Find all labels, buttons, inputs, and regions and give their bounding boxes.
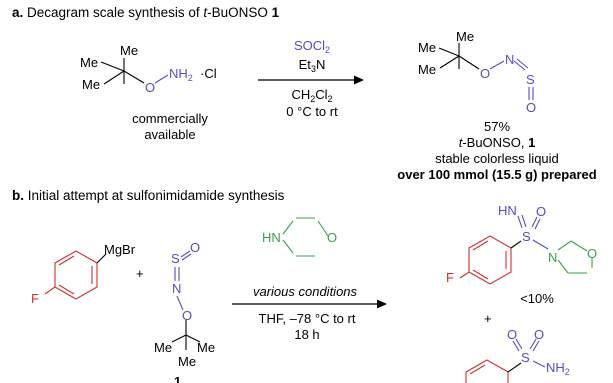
product-a-yield: 57% <box>484 119 510 134</box>
product-b1-morpholine <box>557 240 593 274</box>
sm-amine: NH2 <box>169 66 193 83</box>
sm-me-bottom: Me <box>82 77 100 92</box>
section-b-title: b. Initial attempt at sulfonimidamide sy… <box>12 188 285 203</box>
reagent-b-sulfur: S <box>171 251 180 266</box>
grignard-fluorine: F <box>31 291 39 306</box>
plus-sign-b1: + <box>136 266 144 281</box>
plus-sign-b2: + <box>484 311 492 326</box>
solvent-dcm: CH2Cl2 <box>291 87 332 104</box>
product-b1-hn: HN <box>498 203 517 218</box>
reagent-b-oxygen-terminal: O <box>190 240 200 255</box>
arrow-a-head <box>354 75 364 85</box>
product-a-me-top: Me <box>456 29 474 44</box>
product-a-oxygen: O <box>480 66 490 81</box>
sm-note-line2: available <box>144 127 195 142</box>
reagent-b-oxygen: O <box>182 308 192 323</box>
product-b2-ring <box>465 359 509 383</box>
reagent-socl2: SOCl2 <box>294 38 330 55</box>
sm-salt: ·Cl <box>200 66 217 81</box>
morpholine-nh: HN <box>262 230 281 245</box>
sm-oxygen: O <box>145 80 155 95</box>
temperature-a: 0 °C to rt <box>286 104 338 119</box>
reagent-b-nitrogen: N <box>172 281 181 296</box>
section-a-title-mid: -BuONSO <box>207 5 272 20</box>
reaction-a-conditions: SOCl2 Et3N CH2Cl2 0 °C to rt <box>258 38 364 119</box>
product-b2-oxygen-left: O <box>507 327 517 342</box>
section-a-title-prefix: Decagram scale synthesis of <box>23 5 203 20</box>
section-b-title-text: Initial attempt at sulfonimidamide synth… <box>24 188 285 203</box>
morpholine-oxygen: O <box>327 230 337 245</box>
product-a-bonds <box>438 43 480 70</box>
sm-me-top: Me <box>120 43 138 58</box>
product-b1-morpholine-oxygen: O <box>587 246 597 261</box>
reaction-b-conditions: HN O various conditions THF, –78 °C to r… <box>232 217 387 342</box>
reagent-b-me-right: Me <box>197 340 215 355</box>
product-a-name: t-BuONSO, 1 <box>459 135 536 150</box>
section-a-title: a. Decagram scale synthesis of t-BuONSO … <box>12 5 280 20</box>
conditions-solvent-temp: THF, –78 °C to rt <box>259 311 356 326</box>
reagent-b-label: 1 <box>174 374 181 383</box>
product-a-hetero-bonds <box>489 58 534 100</box>
product-b1-fluorine: F <box>446 270 454 285</box>
reagent-b-hetero-bonds <box>174 250 192 311</box>
product-a-description: stable colorless liquid <box>435 151 559 166</box>
starting-material-hydroxylamine: Me Me Me O NH2 ·Cl commercially availabl… <box>80 43 217 142</box>
product-b1-sulfur: S <box>522 229 531 244</box>
morpholine-ring <box>282 217 329 257</box>
sm-note-line1: commercially <box>132 111 208 126</box>
product-b1-oxygen: O <box>536 204 546 219</box>
product-b1-yield: <10% <box>520 291 554 306</box>
reagent-b-tbu-bonds <box>171 320 201 350</box>
product-a-sulfur: S <box>526 72 535 87</box>
product-b2-oxygen-right: O <box>534 327 544 342</box>
reagent-tbuonso-b: S O N O Me Me Me 1 <box>154 240 215 383</box>
product-a-me-left: Me <box>418 40 436 55</box>
reagent-b-me-left: Me <box>154 340 172 355</box>
product-b1-ring <box>459 235 512 285</box>
grignard-c-mg-bond <box>96 253 107 264</box>
product-sulfonimidamide: HN S O N O F <10% <box>446 203 597 306</box>
sm-bonds <box>100 58 145 85</box>
product-b2-c-s-bond <box>507 362 522 373</box>
grignard-ring <box>44 250 98 300</box>
arrow-b-head <box>377 299 387 309</box>
sm-bonds-hetero <box>154 74 169 84</box>
product-b2-sulfur: S <box>521 350 530 365</box>
product-sulfonamide: O O S NH2 <box>465 327 570 383</box>
conditions-various: various conditions <box>253 284 358 299</box>
grignard-reagent: MgBr F <box>31 242 136 306</box>
section-a-title-italic: t <box>203 5 208 20</box>
product-a-nitrogen: N <box>505 52 514 67</box>
product-b2-nh2: NH2 <box>546 360 570 377</box>
product-b2-hetero-bonds <box>512 338 546 368</box>
conditions-time: 18 h <box>294 327 319 342</box>
product-b1-hetero-bonds <box>517 214 549 250</box>
product-tbuonso: Me Me Me O N S O 57% t-BuONSO, 1 stable … <box>397 29 596 182</box>
product-a-me-bottom: Me <box>418 62 436 77</box>
product-b1-nitrogen: N <box>548 250 557 265</box>
section-a-title-bold: 1 <box>272 5 280 20</box>
grignard-mgbr: MgBr <box>104 242 136 257</box>
product-b1-c-s-bond <box>510 240 522 249</box>
reagent-et3n: Et3N <box>299 57 326 74</box>
sm-me-left: Me <box>80 55 98 70</box>
product-a-oxygen-terminal: O <box>526 100 536 115</box>
section-b-letter: b. <box>12 188 24 203</box>
product-a-scale: over 100 mmol (15.5 g) prepared <box>397 167 596 182</box>
section-a-letter: a. <box>12 5 23 20</box>
reagent-b-me-bottom: Me <box>178 354 196 369</box>
